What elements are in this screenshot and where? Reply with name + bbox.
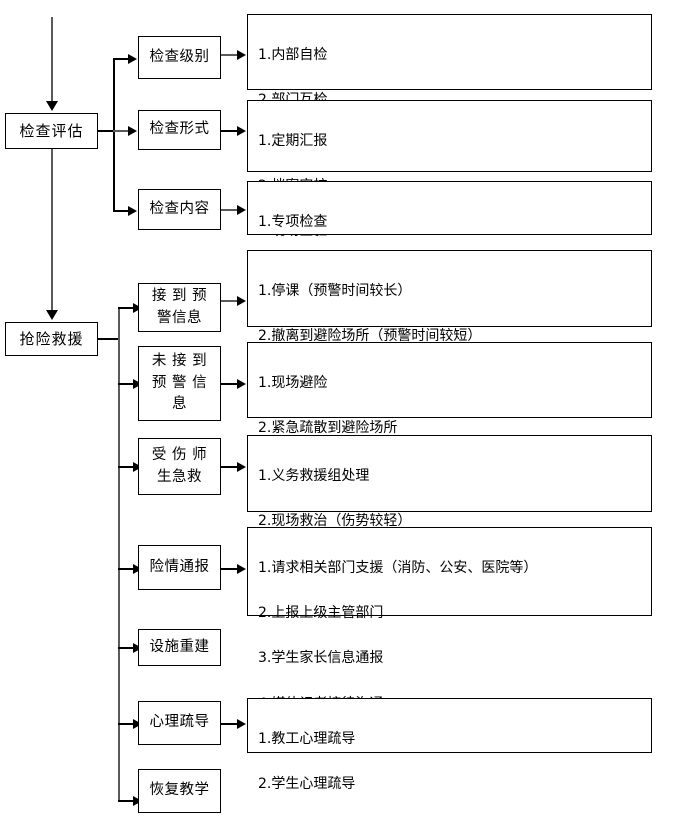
trunk-arrowhead-rescue (46, 310, 58, 320)
branch-line-warning-received (118, 307, 134, 309)
detail-arrowhead-warning-received (237, 296, 246, 306)
branch-arrowhead-warning-not-received (133, 379, 142, 389)
detail-line-inspection-form (221, 130, 238, 132)
detail-box-inspection-form[interactable]: 1.定期汇报 2.档案审核 3.现场查验 (247, 100, 652, 239)
detail-arrowhead-inspection-form (237, 126, 246, 136)
detail-line-psych-counseling (221, 723, 238, 725)
detail-arrowhead-inspection-level (237, 50, 246, 60)
branch-line-inspection-level (113, 58, 129, 60)
detail-item: 1.请求相关部门支援（消防、公安、医院等） (258, 559, 538, 576)
detail-line-danger-report (221, 568, 238, 570)
category-box-warning-received[interactable]: 接 到 预 警信息 (138, 283, 221, 332)
root-box-rescue[interactable]: 抢险救援 (5, 322, 98, 356)
branch-arrowhead-inspection-content (128, 206, 137, 216)
detail-arrowhead-injured-first-aid (237, 462, 246, 472)
detail-line-warning-received (221, 300, 238, 302)
detail-item: 1.义务救援组处理 (258, 467, 370, 484)
branch-arrowhead-danger-report (133, 564, 142, 574)
branch-line-psych-counseling (118, 723, 134, 725)
detail-box-psych-counseling[interactable]: 1.教工心理疏导 2.学生心理疏导 (247, 698, 652, 792)
detail-line-inspection-level (221, 54, 238, 56)
detail-item: 1.内部自检 (258, 46, 328, 63)
branch-line-inspection-content (113, 210, 129, 212)
category-box-injured-first-aid[interactable]: 受 伤 师 生急救 (138, 438, 221, 495)
branch-line-injured-first-aid (118, 466, 134, 468)
inspection-spine-line (113, 58, 115, 212)
rescue-stem-line (98, 338, 119, 340)
branch-arrowhead-facility-rebuild (133, 643, 142, 653)
detail-arrowhead-warning-not-received (237, 379, 246, 389)
detail-arrowhead-danger-report (237, 564, 246, 574)
detail-box-inspection-content[interactable]: 1.专项检查 2.综合检查 (247, 181, 652, 275)
branch-line-resume-teaching (118, 800, 134, 802)
detail-box-warning-not-received[interactable]: 1.现场避险 2.紧急疏散到避险场所 3.清点人数 (247, 342, 652, 481)
category-box-inspection-content[interactable]: 检查内容 (138, 189, 221, 230)
inflow-line (51, 17, 53, 103)
branch-arrowhead-injured-first-aid (133, 462, 142, 472)
detail-item: 1.停课（预警时间较长） (258, 282, 412, 299)
detail-item: 2.上报上级主管部门 (258, 605, 384, 622)
detail-arrowhead-psych-counseling (237, 719, 246, 729)
branch-arrowhead-resume-teaching (133, 796, 142, 806)
detail-box-inspection-level[interactable]: 1.内部自检 2.部门互检 3.上级检查 (247, 14, 652, 153)
detail-item: 1.专项检查 (258, 213, 328, 230)
detail-box-injured-first-aid[interactable]: 1.义务救援组处理 2.现场救治（伤势较轻） 3.紧急送医（伤势危重） (247, 435, 652, 574)
detail-item: 2.学生心理疏导 (258, 776, 356, 793)
category-box-inspection-level[interactable]: 检查级别 (138, 36, 221, 79)
detail-item: 1.定期汇报 (258, 132, 328, 149)
detail-line-injured-first-aid (221, 466, 238, 468)
rescue-spine-line (118, 307, 120, 801)
branch-line-inspection-form (113, 130, 129, 132)
detail-arrowhead-inspection-content (237, 205, 246, 215)
branch-arrowhead-warning-received (133, 303, 142, 313)
category-box-warning-not-received[interactable]: 未 接 到 预 警 信 息 (138, 346, 221, 421)
category-box-resume-teaching[interactable]: 恢复教学 (138, 769, 221, 813)
category-box-danger-report[interactable]: 险情通报 (138, 545, 221, 590)
root-box-inspection[interactable]: 检查评估 (5, 113, 98, 149)
branch-line-danger-report (118, 568, 134, 570)
category-box-inspection-form[interactable]: 检查形式 (138, 110, 221, 150)
branch-line-warning-not-received (118, 383, 134, 385)
branch-line-facility-rebuild (118, 647, 134, 649)
detail-item: 1.教工心理疏导 (258, 730, 356, 747)
branch-arrowhead-psych-counseling (133, 719, 142, 729)
inspection-stem-line (98, 130, 114, 132)
detail-item: 3.学生家长信息通报 (258, 650, 384, 667)
branch-arrowhead-inspection-level (128, 54, 137, 64)
detail-item: 2.现场救治（伤势较轻） (258, 513, 412, 530)
detail-item: 2.撤离到避险场所（预警时间较短） (258, 328, 482, 345)
inflow-arrowhead (46, 101, 58, 111)
category-box-facility-rebuild[interactable]: 设施重建 (138, 629, 221, 666)
detail-item: 1.现场避险 (258, 374, 328, 391)
detail-line-warning-not-received (221, 383, 238, 385)
detail-item: 2.紧急疏散到避险场所 (258, 420, 398, 437)
trunk-line-inspection-to-rescue (51, 148, 53, 310)
detail-box-danger-report[interactable]: 1.请求相关部门支援（消防、公安、医院等） 2.上报上级主管部门 3.学生家长信… (247, 527, 652, 712)
category-box-psych-counseling[interactable]: 心理疏导 (138, 701, 221, 745)
detail-line-inspection-content (221, 209, 238, 211)
detail-box-warning-received[interactable]: 1.停课（预警时间较长） 2.撤离到避险场所（预警时间较短） 3.学校相关设施采… (247, 250, 652, 389)
branch-arrowhead-inspection-form (128, 126, 137, 136)
